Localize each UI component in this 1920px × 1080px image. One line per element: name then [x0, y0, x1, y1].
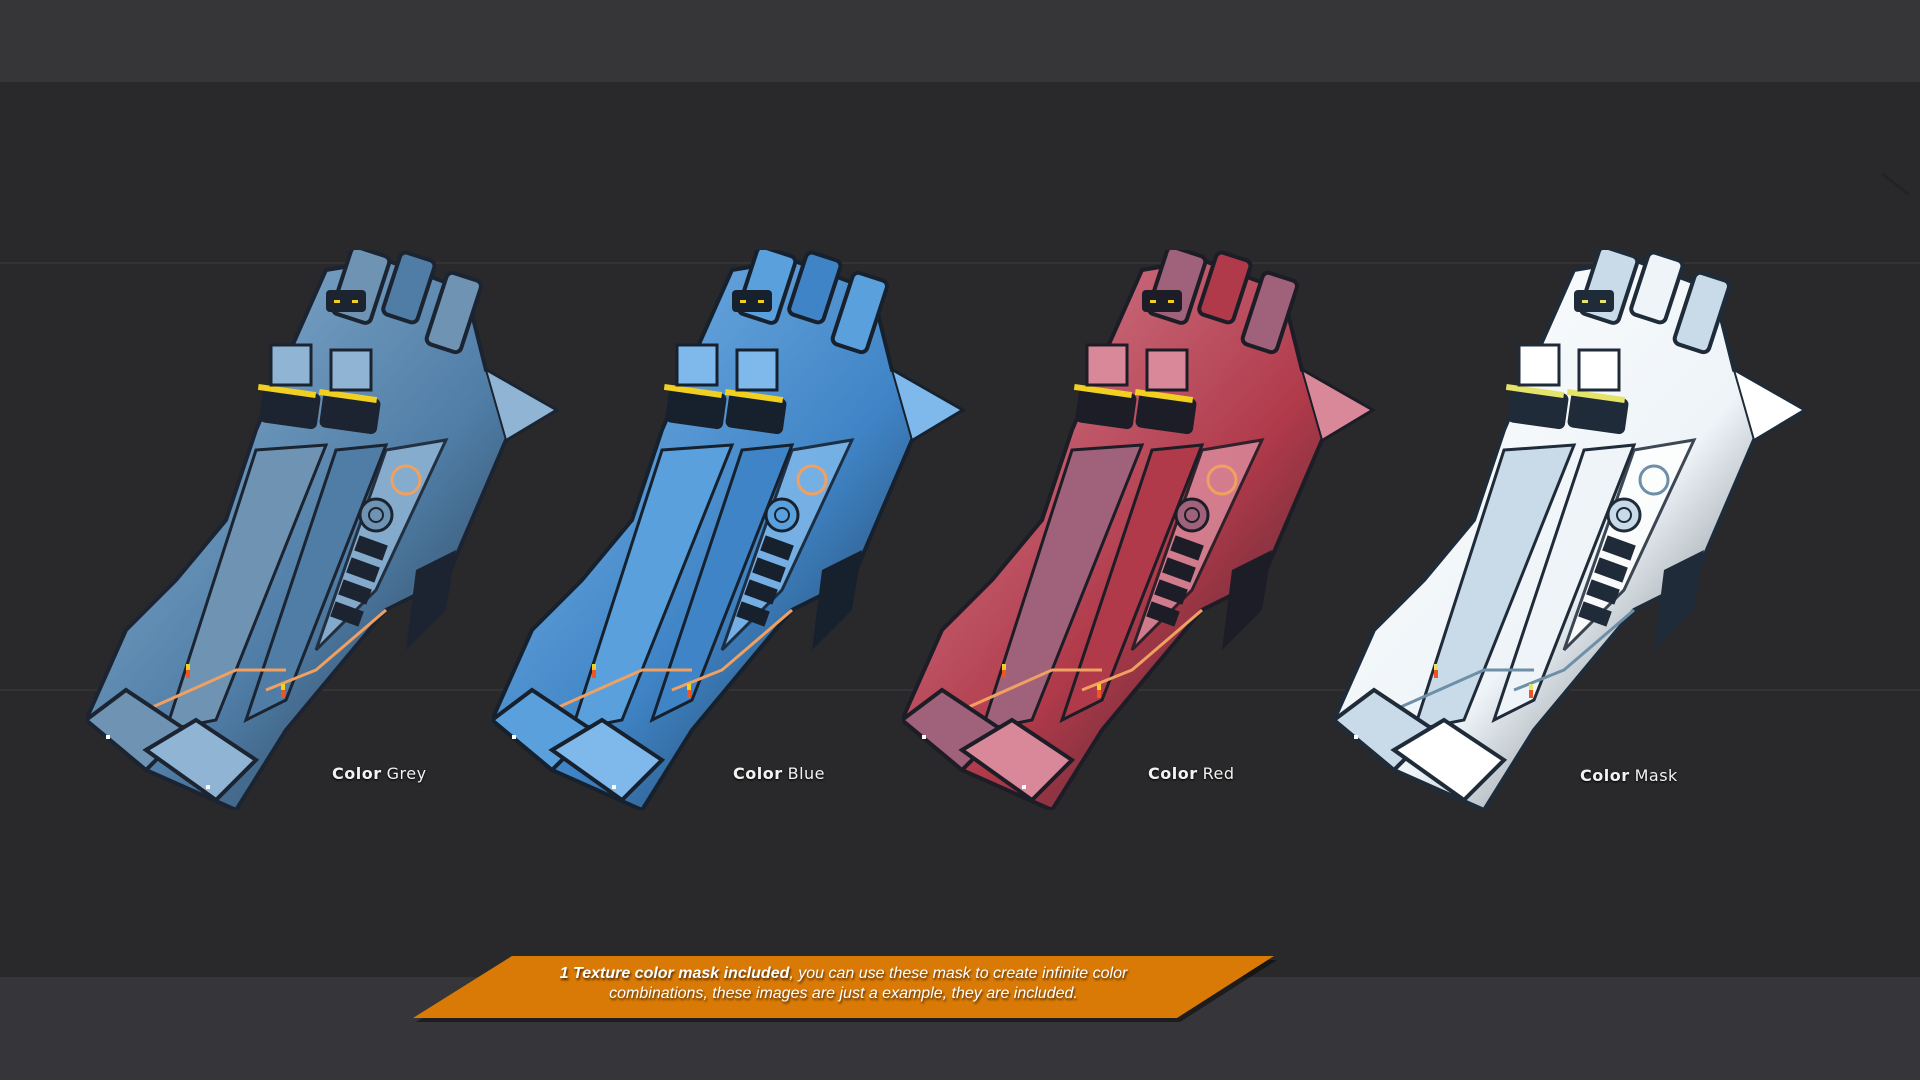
label-key: Color: [332, 764, 382, 783]
banner-line-1: 1 Texture color mask included, you can u…: [413, 964, 1274, 984]
banner-line-2: combinations, these images are just a ex…: [609, 985, 1078, 1002]
label-value: Blue: [787, 764, 826, 783]
label-key: Color: [733, 764, 783, 783]
banner-text: 1 Texture color mask included, you can u…: [413, 964, 1274, 1004]
ship-render-red: [902, 250, 1422, 810]
top-band: [0, 0, 1920, 82]
banner-line-1-rest: , you can use these mask to create infin…: [789, 965, 1128, 982]
label-value: Grey: [386, 764, 427, 783]
divider-line-top: [0, 262, 1920, 264]
ship-render-grey: [86, 250, 606, 810]
info-banner: [413, 956, 1274, 1018]
label-key: Color: [1580, 766, 1630, 785]
label-key: Color: [1148, 764, 1198, 783]
ship-render-blue: [492, 250, 1012, 810]
label-value: Mask: [1634, 766, 1678, 785]
ship-render-mask: [1334, 250, 1854, 810]
banner-bold-text: 1 Texture color mask included: [559, 965, 790, 982]
label-value: Red: [1202, 764, 1235, 783]
